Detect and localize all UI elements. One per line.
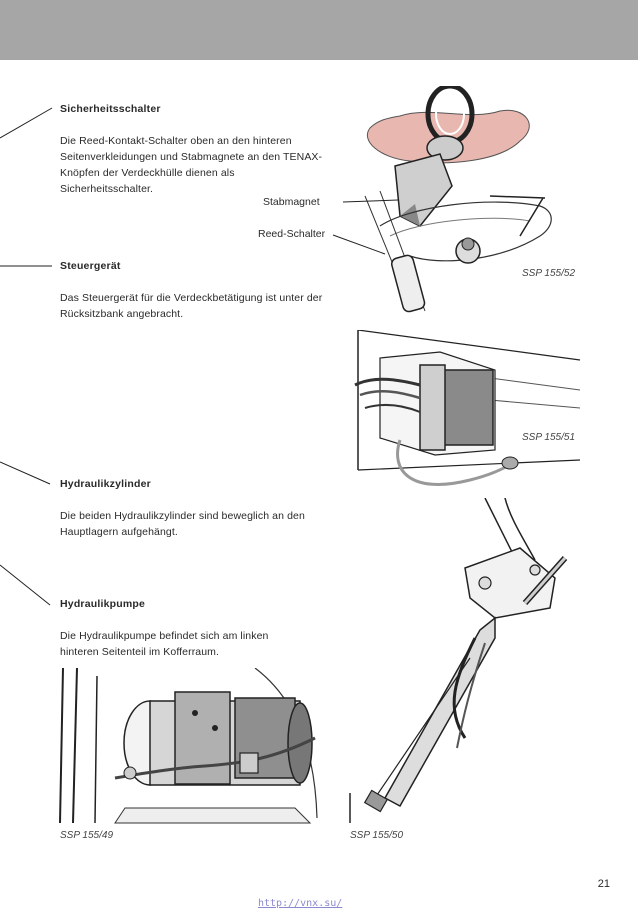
page-number: 21 bbox=[597, 878, 610, 890]
label-reed-schalter: Reed-Schalter bbox=[258, 228, 326, 240]
section-text-steuergeraet: Das Steuergerät für die Verdeckbetätigun… bbox=[60, 292, 323, 320]
section-heading-hydraulikzylinder: Hydraulikzylinder bbox=[60, 478, 151, 490]
section-text-hydraulikzylinder: Die beiden Hydraulikzylinder sind bewegl… bbox=[60, 510, 305, 538]
figure-control-unit-illustration bbox=[354, 330, 581, 486]
section-heading-steuergeraet: Steuergerät bbox=[60, 260, 121, 272]
figure-caption-ssp-155-49: SSP 155/49 bbox=[60, 830, 114, 841]
figure-reed-switch-illustration bbox=[364, 86, 552, 313]
section-text-hydraulikpumpe: Die Hydraulikpumpe befindet sich am link… bbox=[60, 630, 269, 658]
figure-hydraulic-pump-illustration bbox=[59, 668, 318, 824]
figure-caption-ssp-155-51: SSP 155/51 bbox=[522, 432, 576, 443]
section-heading-sicherheitsschalter: Sicherheitsschalter bbox=[60, 103, 161, 115]
figure-hydraulic-cylinder-illustration bbox=[349, 498, 568, 823]
label-stabmagnet: Stabmagnet bbox=[263, 196, 320, 208]
figure-caption-ssp-155-52: SSP 155/52 bbox=[522, 268, 576, 279]
footer-url-link[interactable]: http://vnx.su/ bbox=[258, 898, 343, 909]
section-text-sicherheitsschalter: Die Reed-Kontakt-Schalter oben an den hi… bbox=[60, 135, 323, 195]
header-band bbox=[0, 0, 638, 60]
figure-caption-ssp-155-50: SSP 155/50 bbox=[350, 830, 404, 841]
section-heading-hydraulikpumpe: Hydraulikpumpe bbox=[60, 598, 146, 610]
